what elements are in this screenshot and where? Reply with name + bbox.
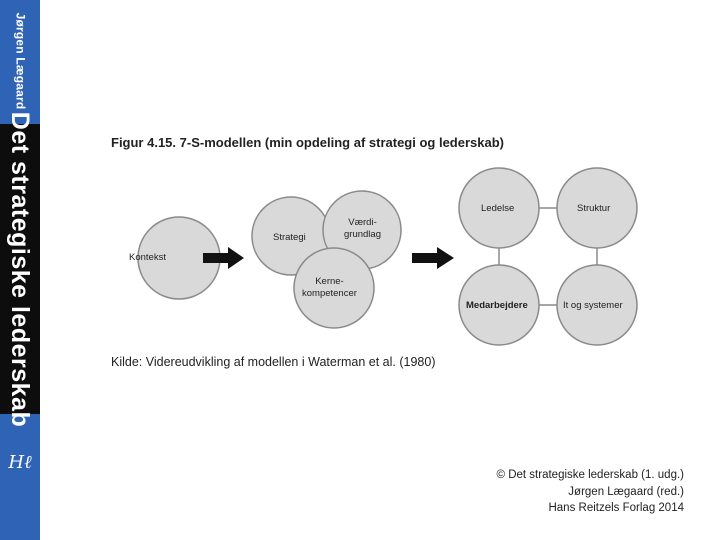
label-vaerdi-line2: grundlag xyxy=(344,229,381,240)
figure-number: Figur 4.15. xyxy=(111,135,177,150)
sidebar: Jørgen Lægaard Det strategiske lederskab… xyxy=(0,0,40,540)
arrow-1 xyxy=(203,247,244,269)
publisher-logo: Hℓ xyxy=(8,452,32,473)
label-it-systemer: It og systemer xyxy=(563,300,623,311)
label-vaerdi-line1: Værdi- xyxy=(348,217,377,228)
label-kontekst: Kontekst xyxy=(129,252,166,263)
label-ledelse: Ledelse xyxy=(481,203,515,214)
figure-title: Figur 4.15. 7-S-modellen (min opdeling a… xyxy=(111,135,504,150)
figure-source: Kilde: Videreudvikling af modellen i Wat… xyxy=(111,355,436,369)
label-vaerdigrundlag: Værdi- grundlag xyxy=(344,217,381,241)
label-kernekompetencer: Kerne- kompetencer xyxy=(302,276,357,300)
circle-kernekompetencer xyxy=(293,247,375,329)
copyright-block: © Det strategiske lederskab (1. udg.) Jø… xyxy=(497,467,684,517)
label-kerne-line2: kompetencer xyxy=(302,288,357,299)
copyright-line-2: Jørgen Lægaard (red.) xyxy=(568,485,684,498)
copyright-line-3: Hans Reitzels Forlag 2014 xyxy=(548,502,684,514)
label-struktur: Struktur xyxy=(577,203,611,214)
label-strategi: Strategi xyxy=(273,232,306,243)
label-medarbejdere: Medarbejdere xyxy=(466,300,528,311)
circle-it-systemer xyxy=(556,264,638,346)
circle-ledelse xyxy=(458,167,540,249)
sidebar-book-title-box: Det strategiske lederskab xyxy=(0,111,40,427)
circle-medarbejdere xyxy=(458,264,540,346)
label-kerne-line1: Kerne- xyxy=(315,276,344,287)
figure-title-text: 7-S-modellen (min opdeling af strategi o… xyxy=(179,135,504,150)
circle-struktur xyxy=(556,167,638,249)
copyright-line-1: © Det strategiske lederskab (1. udg.) xyxy=(496,469,684,481)
arrow-2 xyxy=(412,247,454,269)
